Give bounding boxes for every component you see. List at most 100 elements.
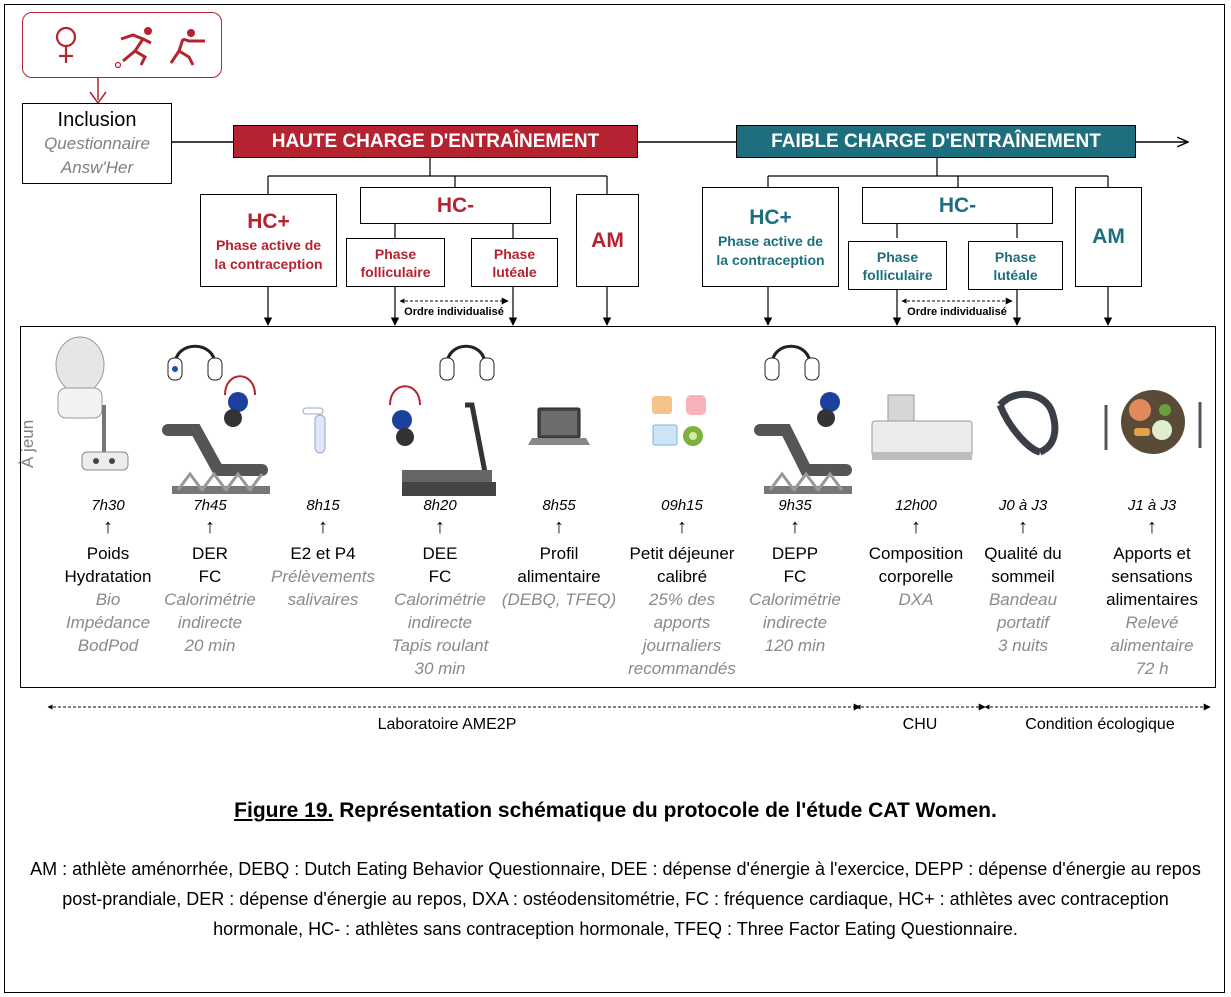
step-g3: 120 min bbox=[764, 636, 826, 655]
high-hc-plus-box: HC+ Phase active de la contraception bbox=[200, 194, 337, 287]
step-g3: 20 min bbox=[184, 636, 236, 655]
low-hc-plus-title: HC+ bbox=[749, 206, 792, 229]
high-follicular-l1: Phase bbox=[374, 245, 417, 262]
step-measurement: DEPP FC Calorimétrie indirecte 120 min bbox=[730, 542, 860, 657]
step-l1: Qualité du bbox=[984, 544, 1062, 563]
step-g3: Tapis roulant bbox=[391, 636, 489, 655]
step-g1: Calorimétrie bbox=[394, 590, 486, 609]
low-follicular-l1: Phase bbox=[876, 248, 919, 265]
step-l1: DEE bbox=[422, 544, 458, 563]
high-load-banner-label: HAUTE CHARGE D'ENTRAÎNEMENT bbox=[271, 130, 600, 152]
step-g1: Calorimétrie bbox=[164, 590, 256, 609]
step-l1: DEPP bbox=[771, 544, 819, 563]
high-hc-minus-box: HC- bbox=[360, 187, 551, 224]
step-g1: DXA bbox=[898, 590, 934, 609]
runner-icon bbox=[114, 27, 152, 69]
step-l1: Profil bbox=[539, 544, 579, 563]
low-follicular-box: Phase folliculaire bbox=[848, 241, 947, 290]
figure-title: Représentation schématique du protocole … bbox=[333, 799, 997, 822]
low-luteal-box: Phase lutéale bbox=[968, 241, 1063, 290]
step-l2: alimentaire bbox=[517, 567, 601, 586]
step-g4: recommandés bbox=[628, 659, 736, 678]
inclusion-subtitle-1: Questionnaire bbox=[44, 133, 150, 153]
step-g1: Calorimétrie bbox=[749, 590, 841, 609]
low-load-banner-label: FAIBLE CHARGE D'ENTRAÎNEMENT bbox=[771, 130, 1101, 152]
high-follicular-l2: folliculaire bbox=[360, 263, 431, 280]
step-time: J0 à J3 bbox=[998, 497, 1048, 514]
high-hc-plus-sub2: la contraception bbox=[214, 255, 323, 272]
treadmill-icon bbox=[402, 402, 496, 496]
step-l1: Apports et bbox=[1113, 544, 1191, 563]
step-g2: Impédance bbox=[65, 613, 151, 632]
step-g2: apports bbox=[653, 613, 711, 632]
up-arrow-icon: ↑ bbox=[790, 516, 800, 538]
inclusion-title: Inclusion bbox=[57, 108, 137, 131]
figure-caption: Figure 19. Représentation schématique du… bbox=[30, 799, 1201, 823]
step-time: 09h15 bbox=[661, 497, 703, 514]
headset-icon bbox=[764, 344, 840, 427]
high-load-banner: HAUTE CHARGE D'ENTRAÎNEMENT bbox=[233, 125, 638, 158]
low-hc-plus-sub1: Phase active de bbox=[717, 233, 824, 249]
up-arrow-icon: ↑ bbox=[435, 516, 445, 538]
laptop-icon bbox=[528, 407, 590, 445]
high-hc-plus-title: HC+ bbox=[247, 209, 290, 233]
protocol-box bbox=[20, 326, 1216, 688]
step-g1: Prélèvements bbox=[271, 567, 375, 586]
step-g2: portatif bbox=[997, 613, 1049, 632]
step-l2: FC bbox=[783, 567, 807, 586]
low-am-box: AM bbox=[1075, 187, 1142, 287]
low-hc-minus-box: HC- bbox=[862, 187, 1053, 224]
up-arrow-icon: ↑ bbox=[205, 516, 215, 538]
up-arrow-icon: ↑ bbox=[318, 516, 328, 538]
low-hc-plus-sub2: la contraception bbox=[716, 252, 825, 268]
step-l2: FC bbox=[198, 567, 222, 586]
high-follicular-box: Phase folliculaire bbox=[346, 238, 445, 287]
step-time: 7h30 bbox=[91, 497, 125, 514]
up-arrow-icon: ↑ bbox=[677, 516, 687, 538]
up-arrow-icon: ↑ bbox=[911, 516, 921, 538]
step-g2: indirecte bbox=[762, 613, 828, 632]
step-l2: Hydratation bbox=[64, 567, 152, 586]
figure-label: Figure 19. bbox=[234, 799, 334, 822]
step-time: 7h45 bbox=[193, 497, 227, 514]
step-g2: indirecte bbox=[407, 613, 473, 632]
step-time: 12h00 bbox=[895, 497, 937, 514]
high-hc-minus-title: HC- bbox=[436, 193, 475, 217]
low-luteal-l2: lutéale bbox=[993, 266, 1038, 283]
female-symbol-icon bbox=[55, 26, 77, 63]
step-g3: BodPod bbox=[77, 636, 139, 655]
up-arrow-icon: ↑ bbox=[554, 516, 564, 538]
high-am-title: AM bbox=[591, 228, 624, 252]
step-g1: Bio bbox=[95, 590, 121, 609]
step-g1: 25% des bbox=[648, 590, 716, 609]
step-g2: alimentaire bbox=[1110, 636, 1194, 655]
population-icons-box bbox=[22, 12, 222, 78]
step-time: 8h55 bbox=[542, 497, 576, 514]
step-l2: sensations bbox=[1111, 567, 1193, 586]
lounge-chair-icon bbox=[162, 424, 270, 494]
step-g3: 3 nuits bbox=[997, 636, 1049, 655]
high-order-label: Ordre individualisé bbox=[404, 306, 504, 318]
low-am-title: AM bbox=[1092, 225, 1125, 248]
high-luteal-l2: lutéale bbox=[492, 263, 537, 280]
step-g2: indirecte bbox=[177, 613, 243, 632]
step-time: 8h15 bbox=[306, 497, 340, 514]
sleep-headband-icon bbox=[996, 390, 1059, 456]
low-hc-minus-title: HC- bbox=[938, 193, 977, 217]
step-l2: FC bbox=[428, 567, 452, 586]
low-luteal-l1: Phase bbox=[994, 248, 1037, 265]
low-order-label: Ordre individualisé bbox=[907, 306, 1007, 318]
step-l1: E2 et P4 bbox=[290, 544, 356, 563]
step-l2: corporelle bbox=[878, 567, 954, 586]
step-l3: alimentaires bbox=[1106, 590, 1198, 609]
dxa-scanner-icon bbox=[871, 394, 973, 460]
figure-legend: AM : athlète aménorrhée, DEBQ : Dutch Ea… bbox=[30, 859, 1201, 939]
